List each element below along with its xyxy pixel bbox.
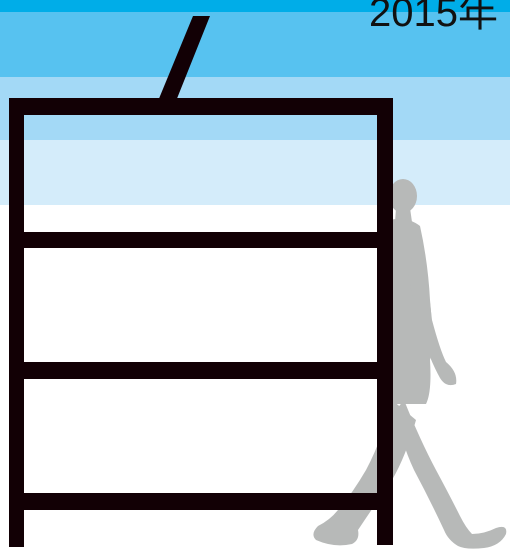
- shelf-top-post: [158, 16, 210, 101]
- shelf-right-upright: [377, 98, 393, 545]
- person-head: [389, 179, 417, 213]
- shelf-frame-icon: [9, 16, 393, 547]
- shelf-rail-top: [9, 98, 393, 115]
- shelf-rail-2: [9, 232, 393, 248]
- year-label: 2015年: [369, 0, 498, 35]
- person-leg-back: [396, 400, 506, 549]
- shelf-rail-3: [9, 362, 393, 379]
- shelf-left-upright: [9, 98, 24, 547]
- shelf-rail-4: [9, 493, 393, 510]
